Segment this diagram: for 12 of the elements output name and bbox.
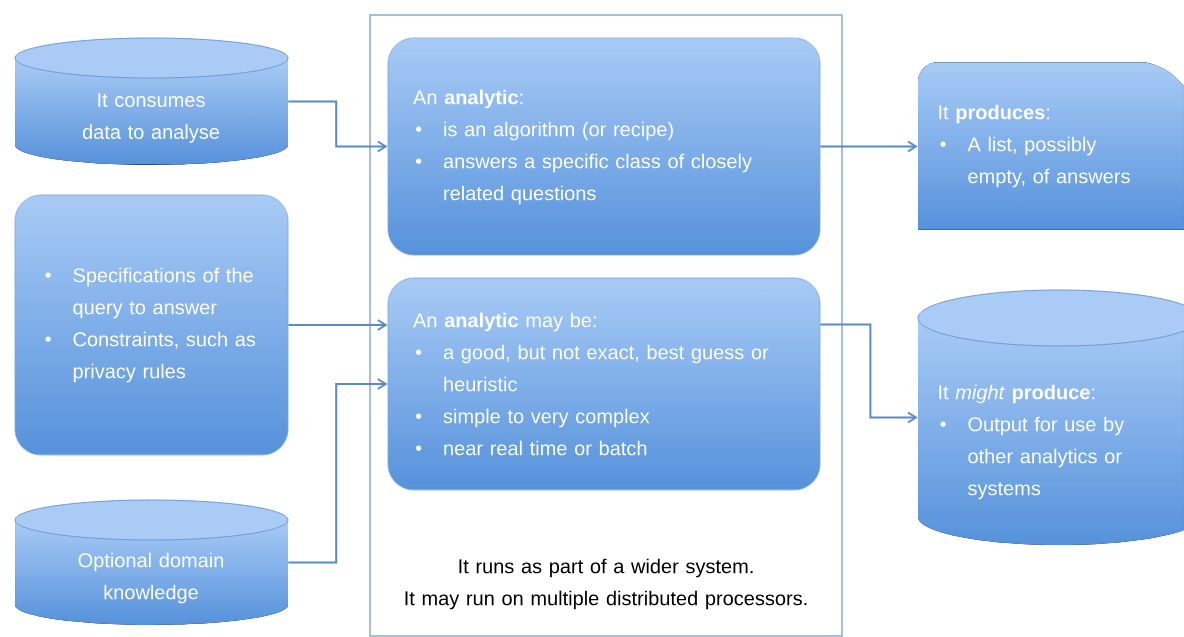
database-cylinder: Optional domain knowledge xyxy=(14,499,289,625)
rounded-box: Specifications of the query to answer Constraints, such as privacy rules xyxy=(14,194,289,456)
arrow xyxy=(287,378,388,564)
rounded-box: An analytic may be: a good, but not exact, best guess or heuristic simple to very complex near real time or batch xyxy=(387,277,821,491)
rounded-box: An analytic: is an algorithm (or recipe) answers a specific class of closely related questions xyxy=(387,37,821,256)
arrow xyxy=(819,323,918,424)
snipped-corner-box: It produces: A list, possibly empty, of answers xyxy=(918,62,1184,230)
database-cylinder: It might produce: Output for use by other analytics or systems xyxy=(917,289,1184,545)
database-cylinder: It consumes data to analyse xyxy=(14,37,289,165)
arrow xyxy=(287,100,388,153)
arrow xyxy=(819,140,918,153)
arrow xyxy=(287,319,388,331)
